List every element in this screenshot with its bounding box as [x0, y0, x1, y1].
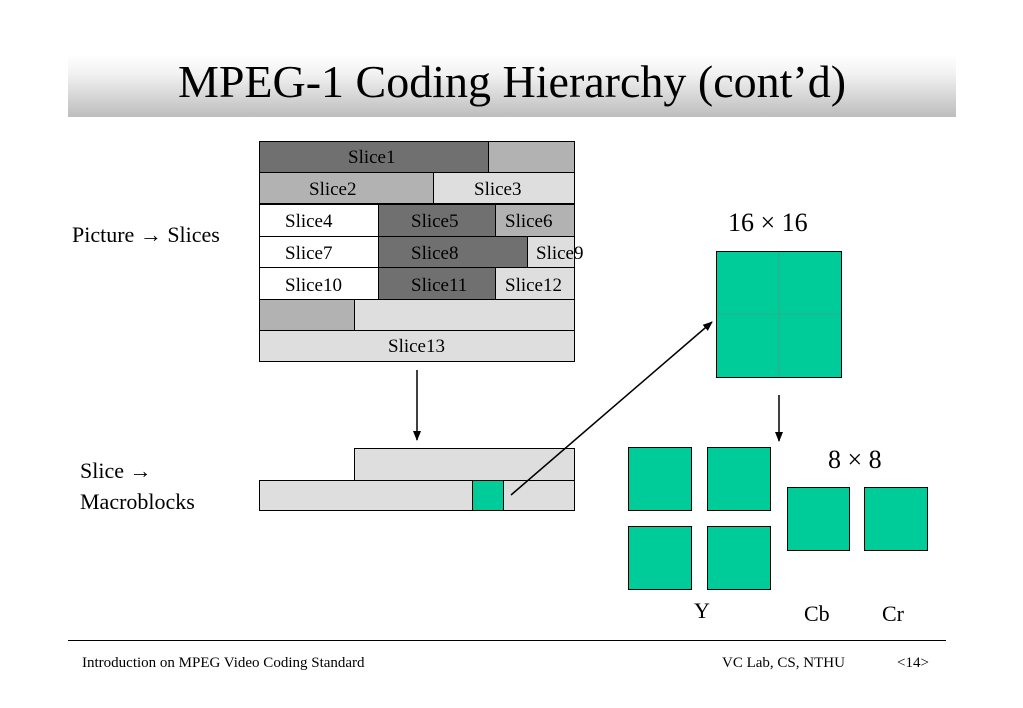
slice3-label: Slice3 — [474, 179, 522, 200]
slice-macroblocks-label-line1: Slice → — [80, 458, 152, 483]
slice5-label: Slice5 — [411, 211, 459, 232]
slice-bar-top — [354, 448, 575, 481]
slice6-label: Slice6 — [505, 211, 553, 232]
y-block-3 — [628, 526, 692, 590]
slice10-label: Slice10 — [285, 275, 342, 296]
slice13-region — [259, 330, 575, 362]
picture-slices-label: Picture → Slices — [72, 222, 220, 247]
diagonal-arrow-macroblock — [510, 321, 713, 496]
slice2-region — [259, 172, 434, 204]
y-label: Y — [694, 598, 710, 623]
slice2-label: Slice2 — [309, 179, 357, 200]
cr-label: Cr — [882, 601, 904, 626]
slice11-label: Slice11 — [411, 275, 468, 296]
footer-divider — [68, 640, 946, 641]
page-title: MPEG-1 Coding Hierarchy (cont’d) — [177, 56, 847, 107]
cr-block — [864, 487, 928, 551]
cb-block — [787, 487, 850, 551]
y-block-2 — [707, 447, 771, 511]
slice-macroblocks-label-line2: Macroblocks — [80, 489, 195, 514]
footer-right-text: VC Lab, CS, NTHU — [722, 655, 845, 671]
y-block-4 — [707, 526, 771, 590]
slice8-label: Slice8 — [411, 243, 459, 264]
slice4-label: Slice4 — [285, 211, 333, 232]
slice12-label: Slice12 — [505, 275, 562, 296]
size-16x16-label: 16 × 16 — [728, 208, 808, 237]
slice13-label: Slice13 — [388, 336, 445, 357]
y-block-1 — [628, 447, 692, 511]
title-band — [68, 55, 956, 117]
slice13-region-top — [354, 299, 575, 331]
size-8x8-label: 8 × 8 — [828, 445, 882, 474]
cb-label: Cb — [804, 601, 830, 626]
slice1-label: Slice1 — [348, 147, 396, 168]
slice7-label: Slice7 — [285, 243, 333, 264]
page-number: <14> — [897, 655, 929, 671]
slice9-label: Slice9 — [536, 243, 584, 264]
slice2-region-top — [488, 141, 575, 173]
macroblock-highlight — [472, 480, 504, 511]
slice3-region — [433, 172, 575, 204]
footer-left-text: Introduction on MPEG Video Coding Standa… — [82, 655, 365, 671]
